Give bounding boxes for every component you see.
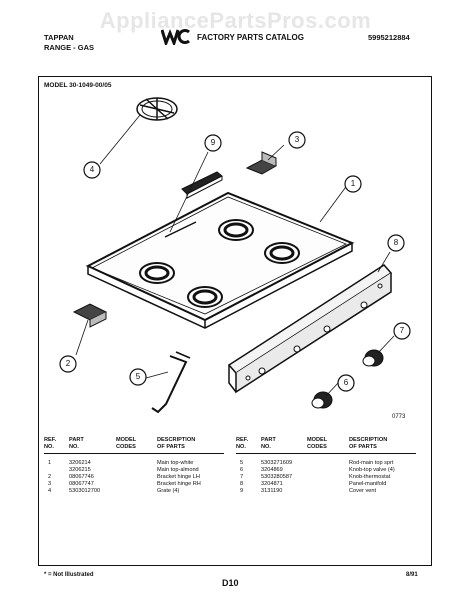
support-rod-part xyxy=(151,351,191,414)
callout-8: 8 xyxy=(393,238,399,247)
ref-cell: 5 xyxy=(240,460,244,466)
part-cell: 08067746 xyxy=(69,474,94,480)
desc-cell: Knob-thermostat xyxy=(349,474,391,480)
desc-cell: Bracket hinge LH xyxy=(157,474,200,480)
ref-cell: 6 xyxy=(240,467,244,473)
callout-9: 9 xyxy=(210,138,216,147)
desc-cell: Main top-almond xyxy=(157,467,199,473)
diagram-frame xyxy=(38,76,432,566)
ref-cell: 7 xyxy=(240,474,244,480)
bracket-hinge-rh-part xyxy=(245,151,278,175)
desc-cell: Knob-top valve (4) xyxy=(349,467,395,473)
burner-rings xyxy=(139,219,300,308)
ref-cell: 9 xyxy=(240,488,244,494)
callout-2: 2 xyxy=(65,359,71,368)
desc-cell: Bracket hinge RH xyxy=(157,481,201,487)
desc-cell: Grate (4) xyxy=(157,488,180,494)
revision-date: 8/91 xyxy=(406,572,418,578)
part-cell: 5303280587 xyxy=(261,474,293,480)
part-cell: 3131190 xyxy=(261,488,283,494)
catalog-title: FACTORY PARTS CATALOG xyxy=(197,33,304,42)
bracket-hinge-lh-part xyxy=(72,303,108,328)
table-rule-right xyxy=(236,453,416,454)
main-top-part xyxy=(85,191,355,329)
part-cell: 3204871 xyxy=(261,481,283,487)
hdr-ref-no-left: REF.NO. xyxy=(44,437,57,450)
part-cell: 08067747 xyxy=(69,481,94,487)
part-cell: 5303271609 xyxy=(261,460,293,466)
page-number: D10 xyxy=(222,578,239,588)
part-cell: 3206215 xyxy=(69,467,91,473)
ref-cell: 2 xyxy=(48,474,52,480)
ref-cell: 1 xyxy=(48,460,52,466)
product-type: RANGE - GAS xyxy=(44,43,95,52)
brand-name: TAPPAN xyxy=(44,33,74,42)
callout-6: 6 xyxy=(343,378,349,387)
desc-cell: Cover vent xyxy=(349,488,377,494)
panel-manifold-part xyxy=(227,264,393,394)
callout-7: 7 xyxy=(399,326,405,335)
callout-circles xyxy=(59,131,411,392)
wci-logo-icon xyxy=(161,28,190,45)
leader-lines xyxy=(75,114,395,397)
footnote: * = Not Illustrated xyxy=(44,572,94,578)
drawing-number: 0773 xyxy=(392,414,406,420)
ref-cell: 8 xyxy=(240,481,244,487)
wci-logo xyxy=(161,28,193,45)
desc-cell: Rod-main top sprt xyxy=(349,460,394,466)
callout-4: 4 xyxy=(89,165,95,174)
ref-cell: 4 xyxy=(48,488,52,494)
part-cell: 5303012700 xyxy=(69,488,101,494)
callout-3: 3 xyxy=(294,135,300,144)
desc-cell: Main top-white xyxy=(157,460,194,466)
callout-1: 1 xyxy=(350,179,356,188)
hdr-ref-no-right: REF.NO. xyxy=(236,437,249,450)
table-rule-left xyxy=(44,453,224,454)
watermark: AppliancePartsPros.com xyxy=(99,8,372,33)
model-number: MODEL 30-1049-00/05 xyxy=(44,82,112,89)
grate-part xyxy=(136,97,178,121)
knob-top-valve-part xyxy=(311,391,333,409)
ref-cell: 3 xyxy=(48,481,52,487)
catalog-number: 5995212884 xyxy=(368,33,410,42)
part-cell: 3204869 xyxy=(261,467,283,473)
callout-5: 5 xyxy=(135,372,141,381)
part-cell: 3206214 xyxy=(69,460,91,466)
knob-thermostat-part xyxy=(362,349,384,367)
desc-cell: Panel-manifold xyxy=(349,481,387,487)
